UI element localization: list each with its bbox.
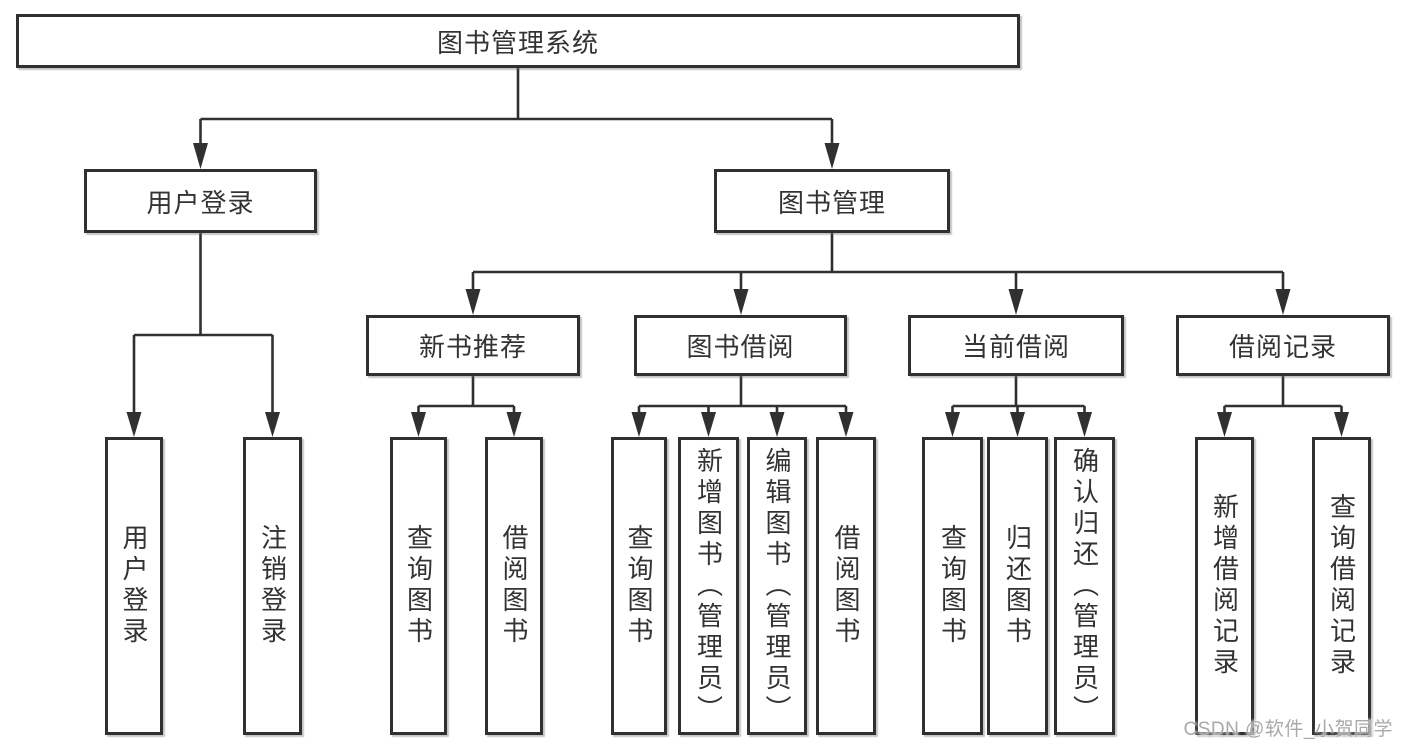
node-leaf-borrow-books: 借阅图书 — [816, 437, 876, 735]
node-leaf-query-books-borrow: 查询图书 — [611, 437, 667, 735]
connector-current-borrow-to-children — [945, 376, 1092, 437]
node-leaf-borrow-books-recommend: 借阅图书 — [485, 437, 543, 735]
connector-new-book-recommend-to-children — [411, 376, 522, 437]
node-leaf-confirm-return-admin: 确认归还（管理员） — [1054, 437, 1115, 735]
node-new-book-recommend: 新书推荐 — [366, 315, 580, 376]
node-leaf-return-books: 归还图书 — [987, 437, 1048, 735]
node-leaf-logout: 注销登录 — [243, 437, 302, 735]
node-leaf-add-books-admin: 新增图书（管理员） — [678, 437, 739, 735]
node-book-borrow: 图书借阅 — [634, 315, 847, 376]
connector-borrow-records-to-children — [1217, 376, 1349, 437]
connector-root-to-level2 — [193, 68, 840, 169]
node-root: 图书管理系统 — [16, 14, 1020, 68]
connector-user-login-to-children — [126, 233, 280, 437]
node-leaf-query-borrow-record: 查询借阅记录 — [1312, 437, 1371, 735]
node-leaf-edit-books-admin: 编辑图书（管理员） — [747, 437, 807, 735]
node-borrow-records: 借阅记录 — [1176, 315, 1390, 376]
node-leaf-query-books-recommend: 查询图书 — [390, 437, 447, 735]
node-current-borrow: 当前借阅 — [908, 315, 1124, 376]
node-leaf-add-borrow-record: 新增借阅记录 — [1195, 437, 1254, 735]
node-leaf-query-books-current: 查询图书 — [922, 437, 983, 735]
node-book-management: 图书管理 — [714, 169, 950, 233]
watermark: CSDN @软件_小贺同学 — [1183, 719, 1393, 740]
node-user-login: 用户登录 — [84, 169, 317, 233]
node-leaf-user-login: 用户登录 — [105, 437, 163, 735]
connector-book-borrow-to-children — [631, 376, 854, 437]
connector-book-management-to-level3 — [465, 233, 1291, 315]
